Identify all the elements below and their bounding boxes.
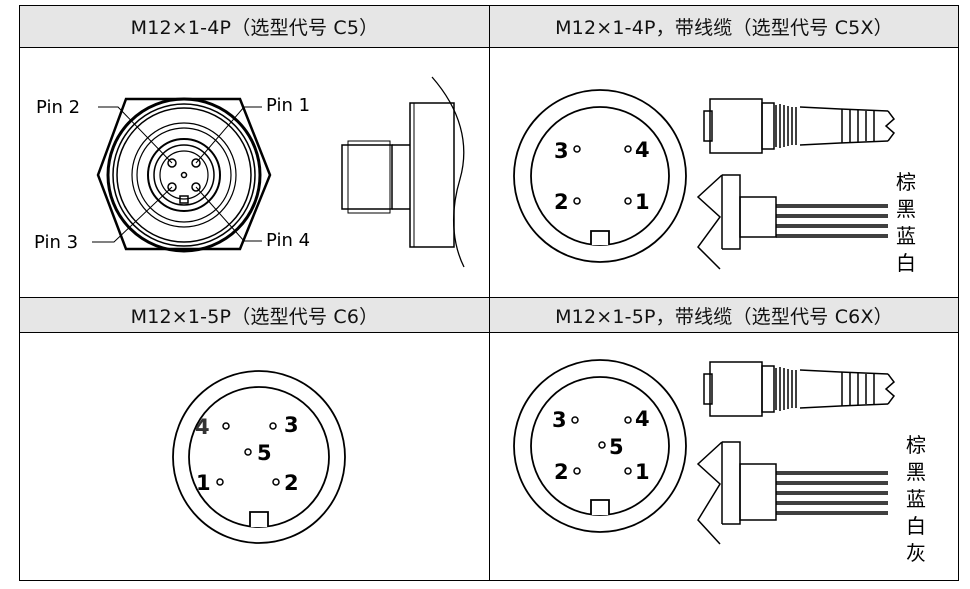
outer-ring [513, 89, 687, 263]
key-notch [590, 499, 610, 515]
header-c6-text: M12×1-5P（选型代号 C6） [130, 305, 379, 328]
c5x-diagram: 3 4 2 1 [513, 89, 916, 275]
pin-2: 2 [554, 460, 569, 484]
outer-ring [513, 359, 687, 533]
hex-outline [96, 97, 272, 251]
wire-color-2: 黑 [896, 197, 916, 221]
c6x-diagram: 3 4 5 2 1 [513, 359, 926, 565]
leader-lines [92, 106, 262, 243]
wire-color-3: 蓝 [906, 487, 926, 511]
wire-color-4: 白 [906, 514, 926, 538]
pin-4: 4 [635, 138, 650, 162]
header-c6: M12×1-5P（选型代号 C6） [20, 297, 489, 333]
pin2-label: Pin 2 [36, 97, 80, 118]
pin-3: 3 [552, 408, 567, 432]
pin-3: 3 [284, 413, 299, 437]
wire-color-3: 蓝 [896, 224, 916, 248]
pin-holes [167, 158, 201, 204]
pin-3: 3 [554, 139, 569, 163]
header-c5-text: M12×1-4P（选型代号 C5） [130, 17, 379, 39]
outer-ring [106, 97, 262, 253]
header-c6x-text: M12×1-5P，带线缆（选型代号 C6X） [555, 305, 893, 328]
pin-4: 4 [195, 415, 210, 439]
wire-color-1: 棕 [906, 433, 926, 457]
wire-color-4: 白 [896, 251, 916, 275]
wire-color-5: 灰 [906, 541, 926, 565]
pin-4: 4 [635, 407, 650, 431]
key-notch [249, 511, 269, 527]
header-c6x: M12×1-5P，带线缆（选型代号 C6X） [490, 297, 958, 333]
pin1-label: Pin 1 [266, 95, 310, 116]
pin4-label: Pin 4 [266, 230, 310, 251]
pin-1: 1 [635, 460, 650, 484]
outer-ring [172, 370, 346, 544]
side-view [341, 76, 465, 268]
cable-connector [703, 98, 896, 154]
pin-2: 2 [554, 190, 569, 214]
pin-2: 2 [284, 471, 299, 495]
pin-5: 5 [609, 435, 624, 459]
inner-ring [530, 106, 670, 246]
pin3-label: Pin 3 [34, 232, 78, 253]
cable-wires [696, 441, 888, 545]
insert-ring [147, 138, 221, 212]
cable-wires [696, 174, 888, 270]
column-divider [489, 5, 490, 581]
pin-1: 1 [196, 471, 211, 495]
hex-nut [96, 97, 272, 251]
pin-1: 1 [635, 190, 650, 214]
pin-dots [571, 416, 632, 475]
header-c5: M12×1-4P（选型代号 C5） [20, 6, 489, 48]
pin-dots [573, 145, 632, 205]
c5-diagram: Pin 2 Pin 1 Pin 3 Pin 4 [34, 76, 465, 268]
header-c5x: M12×1-4P，带线缆（选型代号 C5X） [490, 6, 958, 48]
cable-connector [703, 361, 896, 417]
key-notch [590, 230, 610, 245]
wire-color-1: 棕 [896, 170, 916, 194]
header-c5x-text: M12×1-4P，带线缆（选型代号 C5X） [555, 17, 893, 39]
pin-dots [216, 422, 280, 486]
c6-diagram: 4 3 5 1 2 [172, 370, 346, 544]
wire-color-2: 黑 [906, 460, 926, 484]
pin-5: 5 [257, 441, 272, 465]
inner-ring [530, 376, 670, 516]
